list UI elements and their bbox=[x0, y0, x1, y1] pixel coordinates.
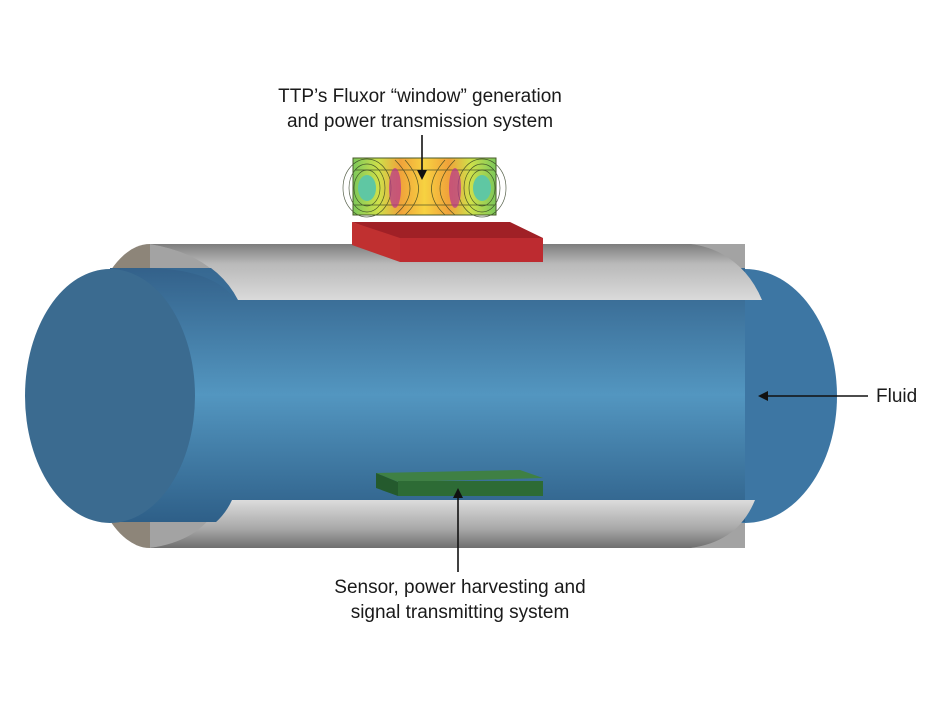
outer-pipe-top-band bbox=[150, 244, 762, 300]
fluxor-label-line1: TTP’s Fluxor “window” generation bbox=[278, 86, 562, 107]
transmitter-plate bbox=[352, 222, 543, 262]
fluid-cylinder-face bbox=[25, 269, 195, 523]
outer-pipe-bottom-band bbox=[150, 500, 755, 548]
fluxor-label: TTP’s Fluxor “window” generation and pow… bbox=[250, 84, 590, 134]
fluxor-label-line2: and power transmission system bbox=[286, 111, 554, 132]
sensor-plate bbox=[376, 470, 543, 496]
sensor-label-line2: signal transmitting system bbox=[350, 602, 570, 623]
fluxor-window bbox=[342, 157, 507, 218]
sensor-label-line1: Sensor, power harvesting and bbox=[334, 577, 586, 598]
sensor-label: Sensor, power harvesting and signal tran… bbox=[300, 575, 620, 625]
fluid-label: Fluid bbox=[876, 386, 918, 407]
